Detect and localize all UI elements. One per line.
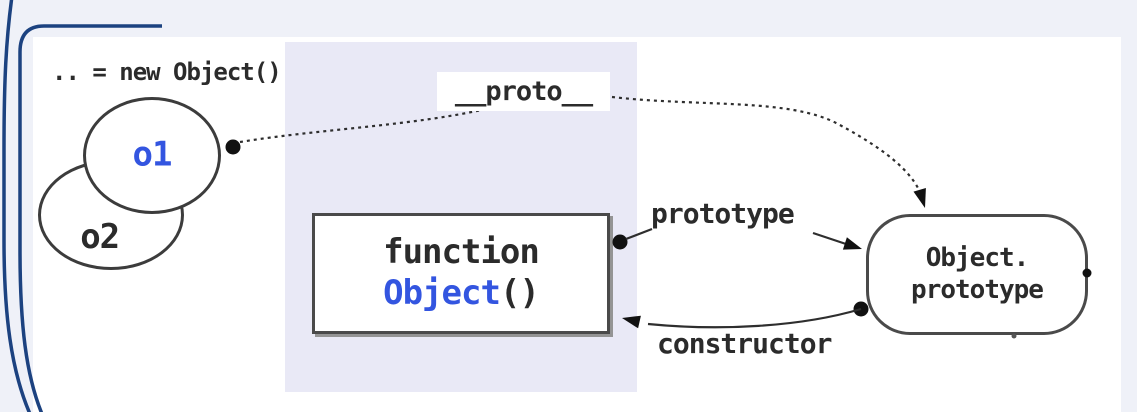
node-o1-label: o1	[132, 133, 173, 174]
node-o2-label: o2	[80, 217, 120, 258]
function-name: Object	[383, 273, 501, 313]
function-name-line: Object()	[383, 273, 540, 313]
node-o1: o1	[83, 97, 221, 214]
function-keyword: function	[383, 232, 540, 273]
prototype-edge-label: prototype	[651, 197, 795, 230]
node-function-object: function Object()	[312, 213, 610, 334]
node-object-prototype: Object. prototype	[866, 214, 1088, 335]
frame-inner-curve	[18, 24, 162, 412]
proto-edge-label: __proto__	[437, 72, 610, 111]
function-parens: ()	[499, 273, 540, 313]
constructor-edge-label: constructor	[657, 327, 832, 360]
object-prototype-line2: prototype	[911, 274, 1044, 305]
object-prototype-line1: Object.	[925, 242, 1030, 273]
expression-text: .. = new Object()	[52, 58, 282, 86]
frame-outer-curve	[2, 0, 32, 412]
